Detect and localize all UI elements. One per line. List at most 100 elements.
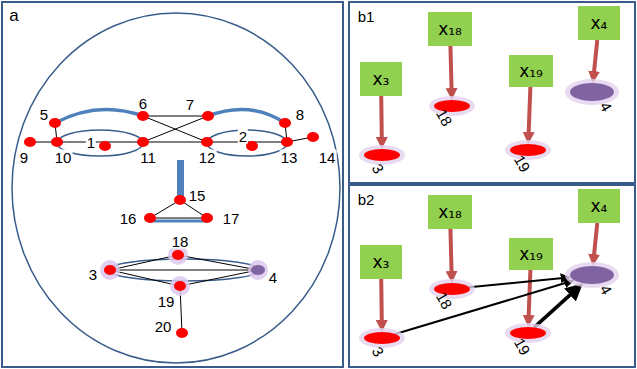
input-arrow <box>379 279 384 326</box>
landmark-ellipse: 4 <box>570 266 614 284</box>
landmark-dot <box>202 111 214 121</box>
panel-frame <box>2 2 343 367</box>
landmark-dot <box>279 118 291 128</box>
panel-frame <box>349 2 635 183</box>
ellipse-outline <box>510 144 546 156</box>
landmark-dot <box>49 118 61 128</box>
landmark-mesh <box>110 255 258 333</box>
landmark-mesh <box>30 116 313 142</box>
nose-bridge <box>177 160 184 200</box>
callout-number: 4 <box>268 270 278 285</box>
callout-number: 12 <box>198 150 217 165</box>
variable-label: x₁₉ <box>519 63 543 80</box>
landmark-halo <box>248 260 268 280</box>
landmark-dot <box>24 137 36 147</box>
callout-number: 7 <box>185 97 195 112</box>
dependency-arrow <box>469 278 565 288</box>
landmark-dot <box>174 195 186 205</box>
ellipse-outline <box>510 327 546 339</box>
panel-label: b2 <box>357 192 376 207</box>
panel-label: b1 <box>357 9 376 24</box>
landmark-halo <box>100 260 120 280</box>
callout-number: 1 <box>86 135 96 150</box>
ellipse-halo <box>505 323 551 343</box>
callout-number: 17 <box>222 211 241 226</box>
callout-number: 6 <box>138 96 148 111</box>
ellipse-shape <box>510 144 546 156</box>
landmark-dot <box>137 111 149 121</box>
callout-number: 11 <box>139 150 157 165</box>
variable-label: x₃ <box>373 254 390 271</box>
landmark-ellipse: 3 <box>364 149 400 161</box>
landmark-dot <box>307 132 319 142</box>
variable-label: x₄ <box>591 198 608 215</box>
callout-number: 14 <box>318 150 337 165</box>
callout-number: 15 <box>188 188 207 203</box>
landmark-dot <box>137 137 149 147</box>
ellipse-outline <box>570 83 614 101</box>
landmark-ellipse: 19 <box>510 327 546 339</box>
ellipse-outline <box>364 149 400 161</box>
variable-box: x₁₈ <box>428 195 472 229</box>
ellipse-shape <box>510 327 546 339</box>
landmark-ellipse: 18 <box>434 283 470 295</box>
callout-number: 2 <box>238 129 248 144</box>
landmark-dot <box>51 137 63 147</box>
variable-box: x₁₉ <box>509 55 553 87</box>
input-arrow <box>379 96 384 143</box>
callout-number: 18 <box>171 234 190 249</box>
ellipse-shape <box>364 149 400 161</box>
landmark-dot <box>99 141 111 151</box>
variable-label: x₃ <box>373 71 390 88</box>
variable-box: x₄ <box>578 6 620 40</box>
ellipse-shape <box>570 266 614 284</box>
dependency-arrow <box>534 289 576 327</box>
landmark-dot <box>172 250 184 260</box>
callout-number: 5 <box>39 107 49 122</box>
landmark-dot <box>144 213 156 223</box>
variable-box: x₄ <box>578 189 620 223</box>
variable-box: x₃ <box>360 62 402 96</box>
landmark-dot <box>201 137 213 147</box>
face-outline <box>12 13 340 363</box>
variable-box: x₁₉ <box>509 238 553 270</box>
callout-number: 19 <box>157 294 176 309</box>
callout-number: 10 <box>54 150 73 165</box>
landmark-ellipse: 18 <box>434 100 470 112</box>
panel-label: a <box>8 7 19 24</box>
landmark-ellipse: 4 <box>570 83 614 101</box>
input-arrow <box>450 229 451 277</box>
landmark-ellipse: 3 <box>364 332 400 344</box>
input-arrow <box>450 46 451 94</box>
landmark-dot <box>281 137 293 147</box>
ellipse-shape <box>570 83 614 101</box>
ellipse-halo <box>505 140 551 160</box>
callout-number: 8 <box>295 107 305 122</box>
eyebrow-curve <box>55 109 285 123</box>
variable-label: x₁₈ <box>438 204 462 221</box>
panel-frame <box>349 185 635 367</box>
ellipse-outline <box>364 332 400 344</box>
variable-label: x₁₈ <box>438 21 462 38</box>
landmark-dot <box>104 265 116 275</box>
variable-label: x₁₉ <box>519 246 543 263</box>
landmark-dot <box>174 281 186 291</box>
input-arrow <box>528 87 530 138</box>
variable-label: x₄ <box>591 15 608 32</box>
callout-number: 16 <box>119 211 138 226</box>
landmark-dot <box>201 213 213 223</box>
landmark-ellipse: 19 <box>510 144 546 156</box>
variable-box: x₃ <box>360 245 402 279</box>
callout-number: 9 <box>19 150 29 165</box>
ellipse-outline <box>570 266 614 284</box>
callout-number: 20 <box>154 319 173 334</box>
landmark-dot <box>176 328 188 338</box>
input-arrow <box>594 40 598 77</box>
input-arrow <box>528 270 530 321</box>
callout-number: 3 <box>88 267 98 282</box>
callout-number: 13 <box>280 150 299 165</box>
variable-box: x₁₈ <box>428 12 472 46</box>
